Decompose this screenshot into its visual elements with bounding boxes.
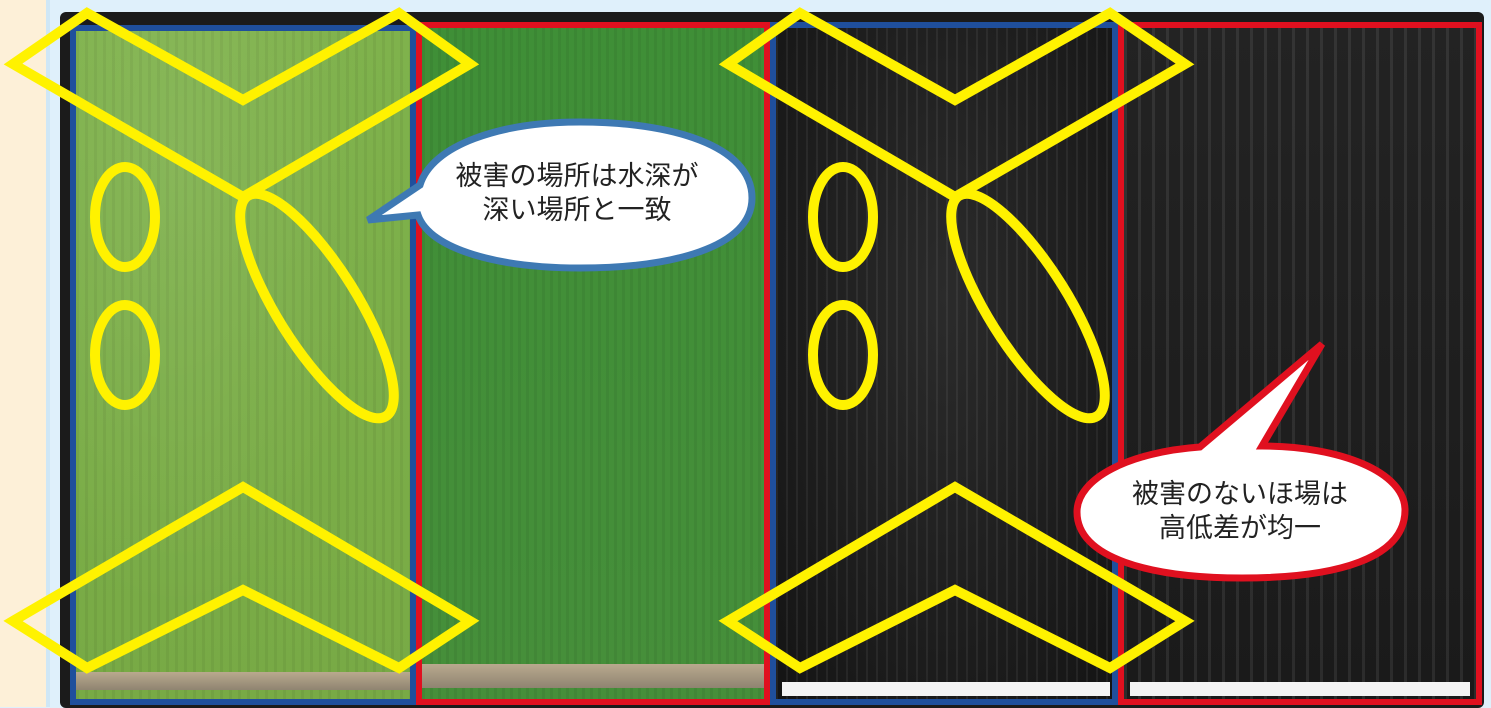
speech-bubble-uniform bbox=[1073, 341, 1409, 582]
x-shape-icon bbox=[3, 481, 480, 674]
damage-bubble-line2: 深い場所と一致 bbox=[482, 195, 672, 226]
x-shape-icon bbox=[3, 7, 480, 203]
damage-bubble-text: 被害の場所は水深が 深い場所と一致 bbox=[412, 160, 742, 228]
oval-marker-icon bbox=[808, 300, 878, 410]
left-margin-strip bbox=[0, 0, 46, 707]
uniform-bubble-text: 被害のないほ場は 高低差が均一 bbox=[1085, 478, 1395, 546]
speech-bubble-damage bbox=[366, 118, 756, 272]
oval-marker-icon bbox=[90, 300, 160, 410]
field-edge-strip bbox=[422, 664, 764, 688]
oval-marker-icon bbox=[946, 188, 1110, 424]
left-margin-edge bbox=[46, 0, 50, 707]
uniform-bubble-line1: 被害のないほ場は bbox=[1132, 479, 1348, 510]
uniform-bubble-line2: 高低差が均一 bbox=[1159, 513, 1321, 544]
field-edge-strip bbox=[782, 682, 1110, 696]
oval-marker-icon bbox=[90, 162, 160, 272]
x-shape-icon bbox=[718, 481, 1195, 674]
oval-marker-icon bbox=[235, 188, 399, 424]
field-edge-strip bbox=[1130, 682, 1470, 696]
field-edge-strip bbox=[76, 672, 410, 690]
x-shape-icon bbox=[718, 7, 1195, 203]
oval-marker-icon bbox=[808, 162, 878, 272]
damage-bubble-line1: 被害の場所は水深が bbox=[455, 161, 699, 192]
